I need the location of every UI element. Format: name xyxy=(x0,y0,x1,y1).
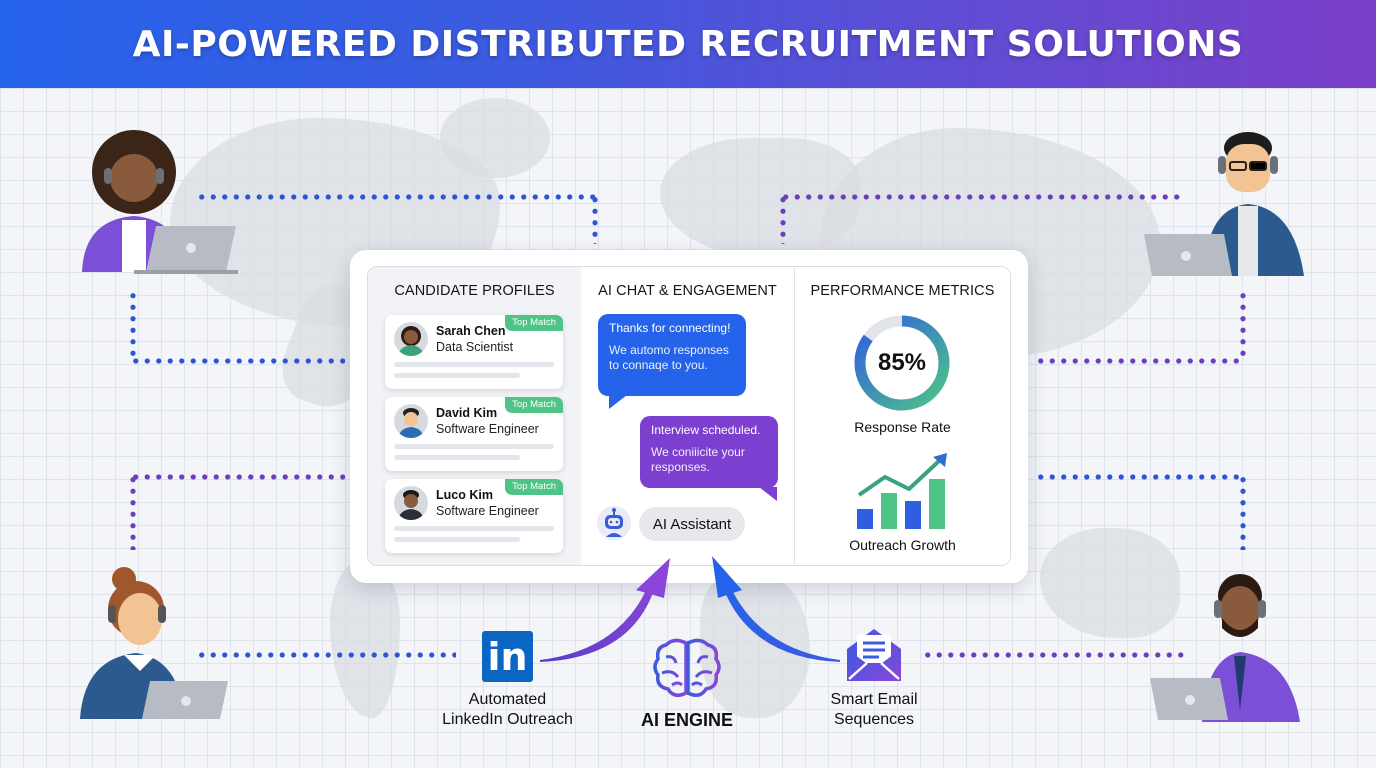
connector-right-horizontal xyxy=(1035,358,1245,364)
avatar xyxy=(394,404,428,438)
title-banner: AI-POWERED DISTRIBUTED RECRUITMENT SOLUT… xyxy=(0,0,1376,88)
recruiter-top-right xyxy=(1144,126,1310,276)
connector-top-left-drop xyxy=(592,194,598,244)
recruiter-headset-laptop-icon xyxy=(1144,132,1304,276)
robot-icon xyxy=(597,506,631,540)
recruiter-headset-laptop-icon xyxy=(80,567,228,719)
chat-message-body: We coniiicite your responses. xyxy=(651,445,745,474)
map-australia xyxy=(1040,528,1180,638)
linkedin-arrow xyxy=(540,586,654,662)
performance-metrics-section: PERFORMANCE METRICS 85% Response Rate xyxy=(795,267,1010,565)
chat-message-headline: Thanks for connecting! xyxy=(609,321,731,335)
candidate-avatar-icon xyxy=(398,490,424,520)
response-rate-label: Response Rate xyxy=(854,419,951,435)
recruiter-headset-laptop-icon xyxy=(1150,574,1300,722)
avatar xyxy=(394,486,428,520)
connector-left-vertical xyxy=(130,290,136,362)
connector-lower-left-vertical xyxy=(130,474,136,550)
chat-message-body: We automo responses to connaqe to you. xyxy=(609,343,729,372)
candidate-name: Sarah Chen xyxy=(436,324,506,338)
ai-chat-title: AI CHAT & ENGAGEMENT xyxy=(598,283,777,299)
recruiter-headset-laptop-icon xyxy=(82,130,240,274)
skeleton-line xyxy=(394,455,520,460)
candidate-card[interactable]: Luco Kim Software Engineer Top Match xyxy=(385,479,563,553)
outreach-growth-bar-chart xyxy=(855,453,955,533)
response-rate-donut-chart: 85% xyxy=(853,314,951,412)
outreach-growth-label: Outreach Growth xyxy=(849,537,956,553)
candidate-role: Software Engineer xyxy=(436,504,539,518)
ai-engine-label: AI ENGINE xyxy=(640,710,733,730)
connector-top-right-drop xyxy=(780,194,786,244)
candidate-profiles-section: CANDIDATE PROFILES Sarah Chen Data Scien… xyxy=(368,267,581,565)
performance-metrics-title: PERFORMANCE METRICS xyxy=(810,283,995,299)
page-title: AI-POWERED DISTRIBUTED RECRUITMENT SOLUT… xyxy=(132,23,1244,65)
candidate-name: Luco Kim xyxy=(436,488,493,502)
ai-chat-section: AI CHAT & ENGAGEMENT Thanks for connecti… xyxy=(581,267,795,565)
dashboard-panel: CANDIDATE PROFILES Sarah Chen Data Scien… xyxy=(350,250,1028,583)
candidate-role: Software Engineer xyxy=(436,422,539,436)
envelope-icon xyxy=(845,627,903,683)
candidate-card[interactable]: Sarah Chen Data Scientist Top Match xyxy=(385,315,563,389)
recruiter-bottom-right xyxy=(1150,570,1306,722)
connector-right-vertical xyxy=(1240,290,1246,362)
map-greenland xyxy=(440,98,550,178)
skeleton-line xyxy=(394,373,520,378)
candidate-avatar-icon xyxy=(398,408,424,438)
connector-lower-left-horizontal xyxy=(130,474,345,480)
response-rate-value: 85% xyxy=(877,349,927,376)
email-arrow xyxy=(724,586,840,662)
linkedin-outreach-label: Automated LinkedIn Outreach xyxy=(442,691,573,728)
top-match-badge: Top Match xyxy=(505,479,563,495)
chat-bubble-tail xyxy=(609,395,627,409)
skeleton-line xyxy=(394,526,554,531)
chat-message-outgoing: Interview scheduled. We coniiicite your … xyxy=(640,416,778,488)
avatar xyxy=(394,322,428,356)
connector-lower-right-horizontal xyxy=(1035,474,1245,480)
candidate-avatar-icon xyxy=(398,326,424,356)
candidate-profiles-title: CANDIDATE PROFILES xyxy=(394,283,555,299)
connector-lower-right-vertical xyxy=(1240,474,1246,550)
flow-arrows xyxy=(540,556,840,662)
skeleton-line xyxy=(394,444,554,449)
skeleton-line xyxy=(394,362,554,367)
connector-top-right-horizontal xyxy=(780,194,1180,200)
brain-icon xyxy=(652,635,722,703)
chat-message-headline: Interview scheduled. xyxy=(651,423,761,437)
ai-assistant-chip[interactable]: AI Assistant xyxy=(639,507,745,541)
chat-bubble-tail xyxy=(759,487,777,501)
smart-email-label: Smart Email Sequences xyxy=(830,691,918,728)
chat-message-incoming: Thanks for connecting! We automo respons… xyxy=(598,314,746,396)
top-match-badge: Top Match xyxy=(505,315,563,331)
linkedin-icon: in xyxy=(482,631,533,682)
recruiter-bottom-left xyxy=(80,563,230,721)
connector-top-left-horizontal xyxy=(196,194,596,200)
connector-left-horizontal xyxy=(130,358,345,364)
recruiter-top-left xyxy=(78,120,240,276)
connector-bottom-left-to-linkedin xyxy=(196,652,456,658)
candidate-card[interactable]: David Kim Software Engineer Top Match xyxy=(385,397,563,471)
candidate-name: David Kim xyxy=(436,406,498,420)
top-match-badge: Top Match xyxy=(505,397,563,413)
connector-email-to-bottom-right xyxy=(922,652,1184,658)
candidate-role: Data Scientist xyxy=(436,340,514,354)
skeleton-line xyxy=(394,537,520,542)
dashboard-inner-frame: CANDIDATE PROFILES Sarah Chen Data Scien… xyxy=(367,266,1011,566)
